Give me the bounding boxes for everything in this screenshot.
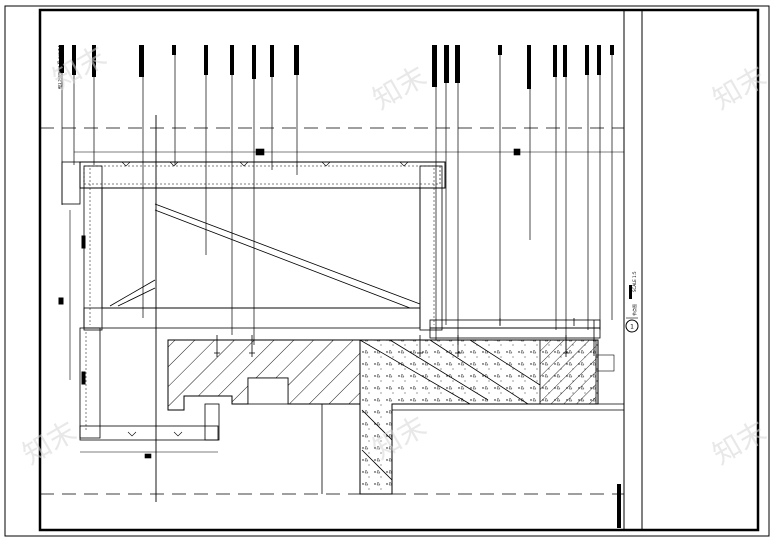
- concrete-slab: [359, 339, 615, 495]
- inner-border: [38, 8, 760, 532]
- leader-lines: [61, 45, 613, 350]
- watermark: 知末: [47, 39, 112, 96]
- outer-border: [4, 5, 770, 537]
- detail-title-marker: 1 节点图 SCALE 1:5: [625, 271, 639, 333]
- title-block-bar: [617, 484, 621, 528]
- diagonal-brace: [109, 203, 421, 309]
- left-wall: [58, 161, 220, 441]
- detail-title: 节点图: [631, 304, 637, 316]
- right-ledge: [429, 319, 601, 356]
- watermark: 知末: [17, 414, 82, 471]
- watermark: 知末: [707, 59, 772, 116]
- anchor-bolts: [214, 318, 575, 357]
- callout-label: 1:2mm 板 ceramic tile: [57, 45, 63, 90]
- cabinet-frame: [79, 161, 446, 331]
- fasteners: [121, 161, 409, 437]
- lower-wall: [321, 403, 624, 494]
- stone-slab: [167, 339, 361, 411]
- detail-number: 1: [630, 324, 634, 331]
- dimension-line-top: [74, 148, 624, 156]
- callout-labels: 1:2mm 板 ceramic tile: [57, 45, 614, 90]
- watermark: 知末: [707, 414, 772, 471]
- detail-scale: SCALE 1:5: [632, 271, 637, 292]
- dimension-line-bottom: [80, 451, 218, 459]
- watermark: 知末: [367, 59, 432, 116]
- reference-lines: [40, 127, 624, 495]
- watermarks: 知末 知末 知末 知末 知末 知末: [17, 39, 772, 471]
